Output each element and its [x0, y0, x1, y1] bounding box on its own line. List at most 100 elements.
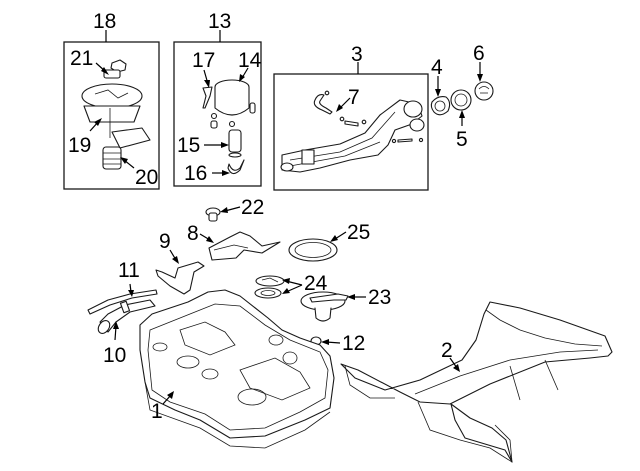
hose-short	[344, 120, 359, 127]
callout-3: 3	[351, 43, 363, 66]
arrow-22	[220, 207, 228, 213]
fuel-cap-detail	[478, 86, 490, 94]
leaders	[89, 62, 483, 405]
callout-10: 10	[103, 344, 126, 367]
tank-boss	[282, 351, 298, 365]
arrow-2	[453, 364, 460, 372]
callout-22: 22	[241, 196, 264, 219]
neck-detail	[289, 111, 396, 161]
callout-15: 15	[177, 134, 200, 157]
callout-labels: 18 13 3 21 19 20 17 14 15 16 7 4 5 6 22 …	[68, 10, 485, 423]
grommet-stem	[208, 212, 218, 222]
filter-small	[210, 120, 218, 129]
callout-12: 12	[342, 332, 365, 355]
callout-11: 11	[118, 259, 140, 282]
arrow-6	[477, 74, 483, 82]
callout-18: 18	[93, 10, 116, 33]
neck-end	[280, 162, 294, 172]
filler-hose-part	[99, 299, 156, 333]
filler-neck-inlet-2	[409, 118, 425, 132]
o-ring	[228, 120, 236, 128]
gasket-top	[255, 275, 285, 287]
crossmember-flange	[450, 403, 513, 463]
crossmember-rib	[544, 359, 559, 391]
arrow-12	[321, 339, 329, 345]
arrow-8	[206, 236, 214, 243]
arrow-4	[435, 89, 441, 97]
group-18	[63, 30, 160, 190]
wire-harness-part	[202, 86, 213, 109]
gasket-bottom	[254, 287, 282, 299]
neck-bracket	[301, 149, 315, 165]
arrow-14	[239, 74, 245, 82]
filler-hose-end	[97, 320, 111, 334]
arrow-25	[330, 235, 338, 242]
crossmember-detail	[485, 309, 603, 347]
lock-ring-inner	[294, 242, 332, 258]
arrow-10	[113, 321, 119, 329]
hoses	[87, 289, 158, 334]
fuel-tank-rim	[147, 303, 329, 431]
arrow-1	[167, 391, 174, 399]
crossmember-leg	[417, 401, 513, 463]
clamp	[391, 138, 397, 144]
arrow-9	[172, 256, 179, 264]
bracket-part	[155, 261, 205, 295]
heat-shield-detail	[213, 244, 249, 251]
arrow-21	[101, 67, 109, 75]
leader-25	[334, 231, 347, 240]
callout-2: 2	[441, 339, 453, 362]
gasket-detail	[261, 277, 279, 283]
callout-13: 13	[208, 10, 231, 33]
heat-shield-part	[208, 231, 281, 261]
arrow-23	[347, 294, 355, 300]
arrow-16	[222, 170, 230, 176]
crossmember-detail	[414, 349, 599, 395]
arrow-7	[336, 104, 343, 112]
group-13-box	[173, 41, 262, 187]
callout-19: 19	[68, 134, 91, 157]
group-13	[173, 30, 262, 187]
arrow-24a	[282, 278, 290, 284]
clamp	[418, 137, 424, 143]
float-arm	[111, 127, 151, 149]
tank-boss	[201, 368, 219, 380]
tank-recess	[239, 357, 311, 401]
filler-seal-part	[430, 96, 451, 116]
callout-9: 9	[159, 230, 171, 253]
callout-25: 25	[347, 221, 370, 244]
arrow-19	[94, 118, 102, 126]
callout-20: 20	[135, 166, 158, 189]
callout-4: 4	[431, 56, 443, 79]
arrow-11	[128, 290, 134, 297]
crossmember-rib	[509, 365, 521, 401]
crossmember-body	[340, 301, 613, 405]
cover-pipe	[309, 293, 349, 303]
pump-o-ring	[228, 152, 242, 158]
callout-23: 23	[368, 286, 391, 309]
callout-16: 16	[184, 162, 207, 185]
filler-ring-inner	[454, 93, 468, 107]
group-3	[273, 62, 429, 191]
grommet-22	[205, 207, 221, 222]
callout-5: 5	[456, 128, 468, 151]
cover-neck	[314, 307, 332, 322]
tank-recess	[179, 321, 236, 356]
nut-part	[110, 59, 127, 73]
clamp	[361, 119, 367, 125]
fuel-pump-part	[228, 129, 242, 153]
filler-neck-inlet	[403, 100, 423, 118]
vent-hose-part	[313, 94, 333, 115]
clamp	[339, 116, 345, 122]
filler-seal-inner	[434, 100, 446, 112]
tank-bottom	[144, 381, 331, 449]
fuel-tank-body	[139, 289, 335, 439]
fuel-cap-part	[474, 81, 494, 101]
tank-boss	[176, 355, 200, 369]
filler-ring-part	[450, 89, 472, 111]
callout-14: 14	[238, 49, 262, 72]
tank-boss	[268, 334, 284, 346]
arrow-17	[204, 80, 210, 88]
tank-protector	[340, 301, 613, 463]
